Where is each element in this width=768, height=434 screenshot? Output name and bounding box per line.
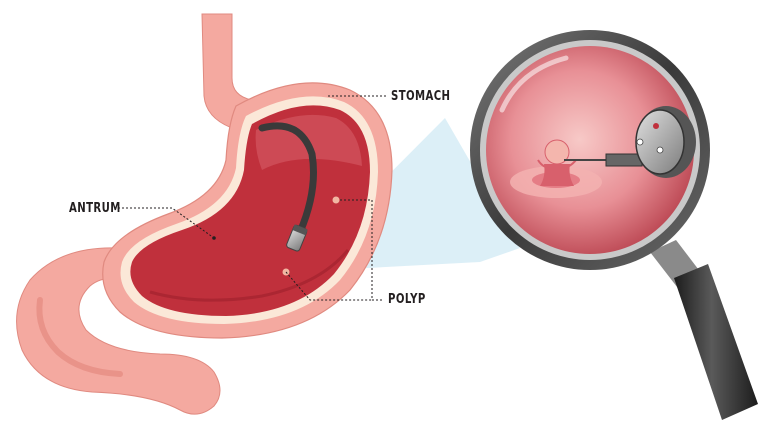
endoscope-shaft-view: [606, 154, 642, 166]
antrum-marker: [212, 236, 216, 240]
stomach-label: STOMACH: [391, 89, 450, 104]
polyp-label: POLYP: [388, 292, 426, 307]
endoscope-head-view: [636, 106, 696, 178]
magnifier-handle: [650, 240, 758, 420]
antrum-label: ANTRUM: [69, 201, 121, 216]
polyp-spot-upper: [333, 197, 340, 204]
